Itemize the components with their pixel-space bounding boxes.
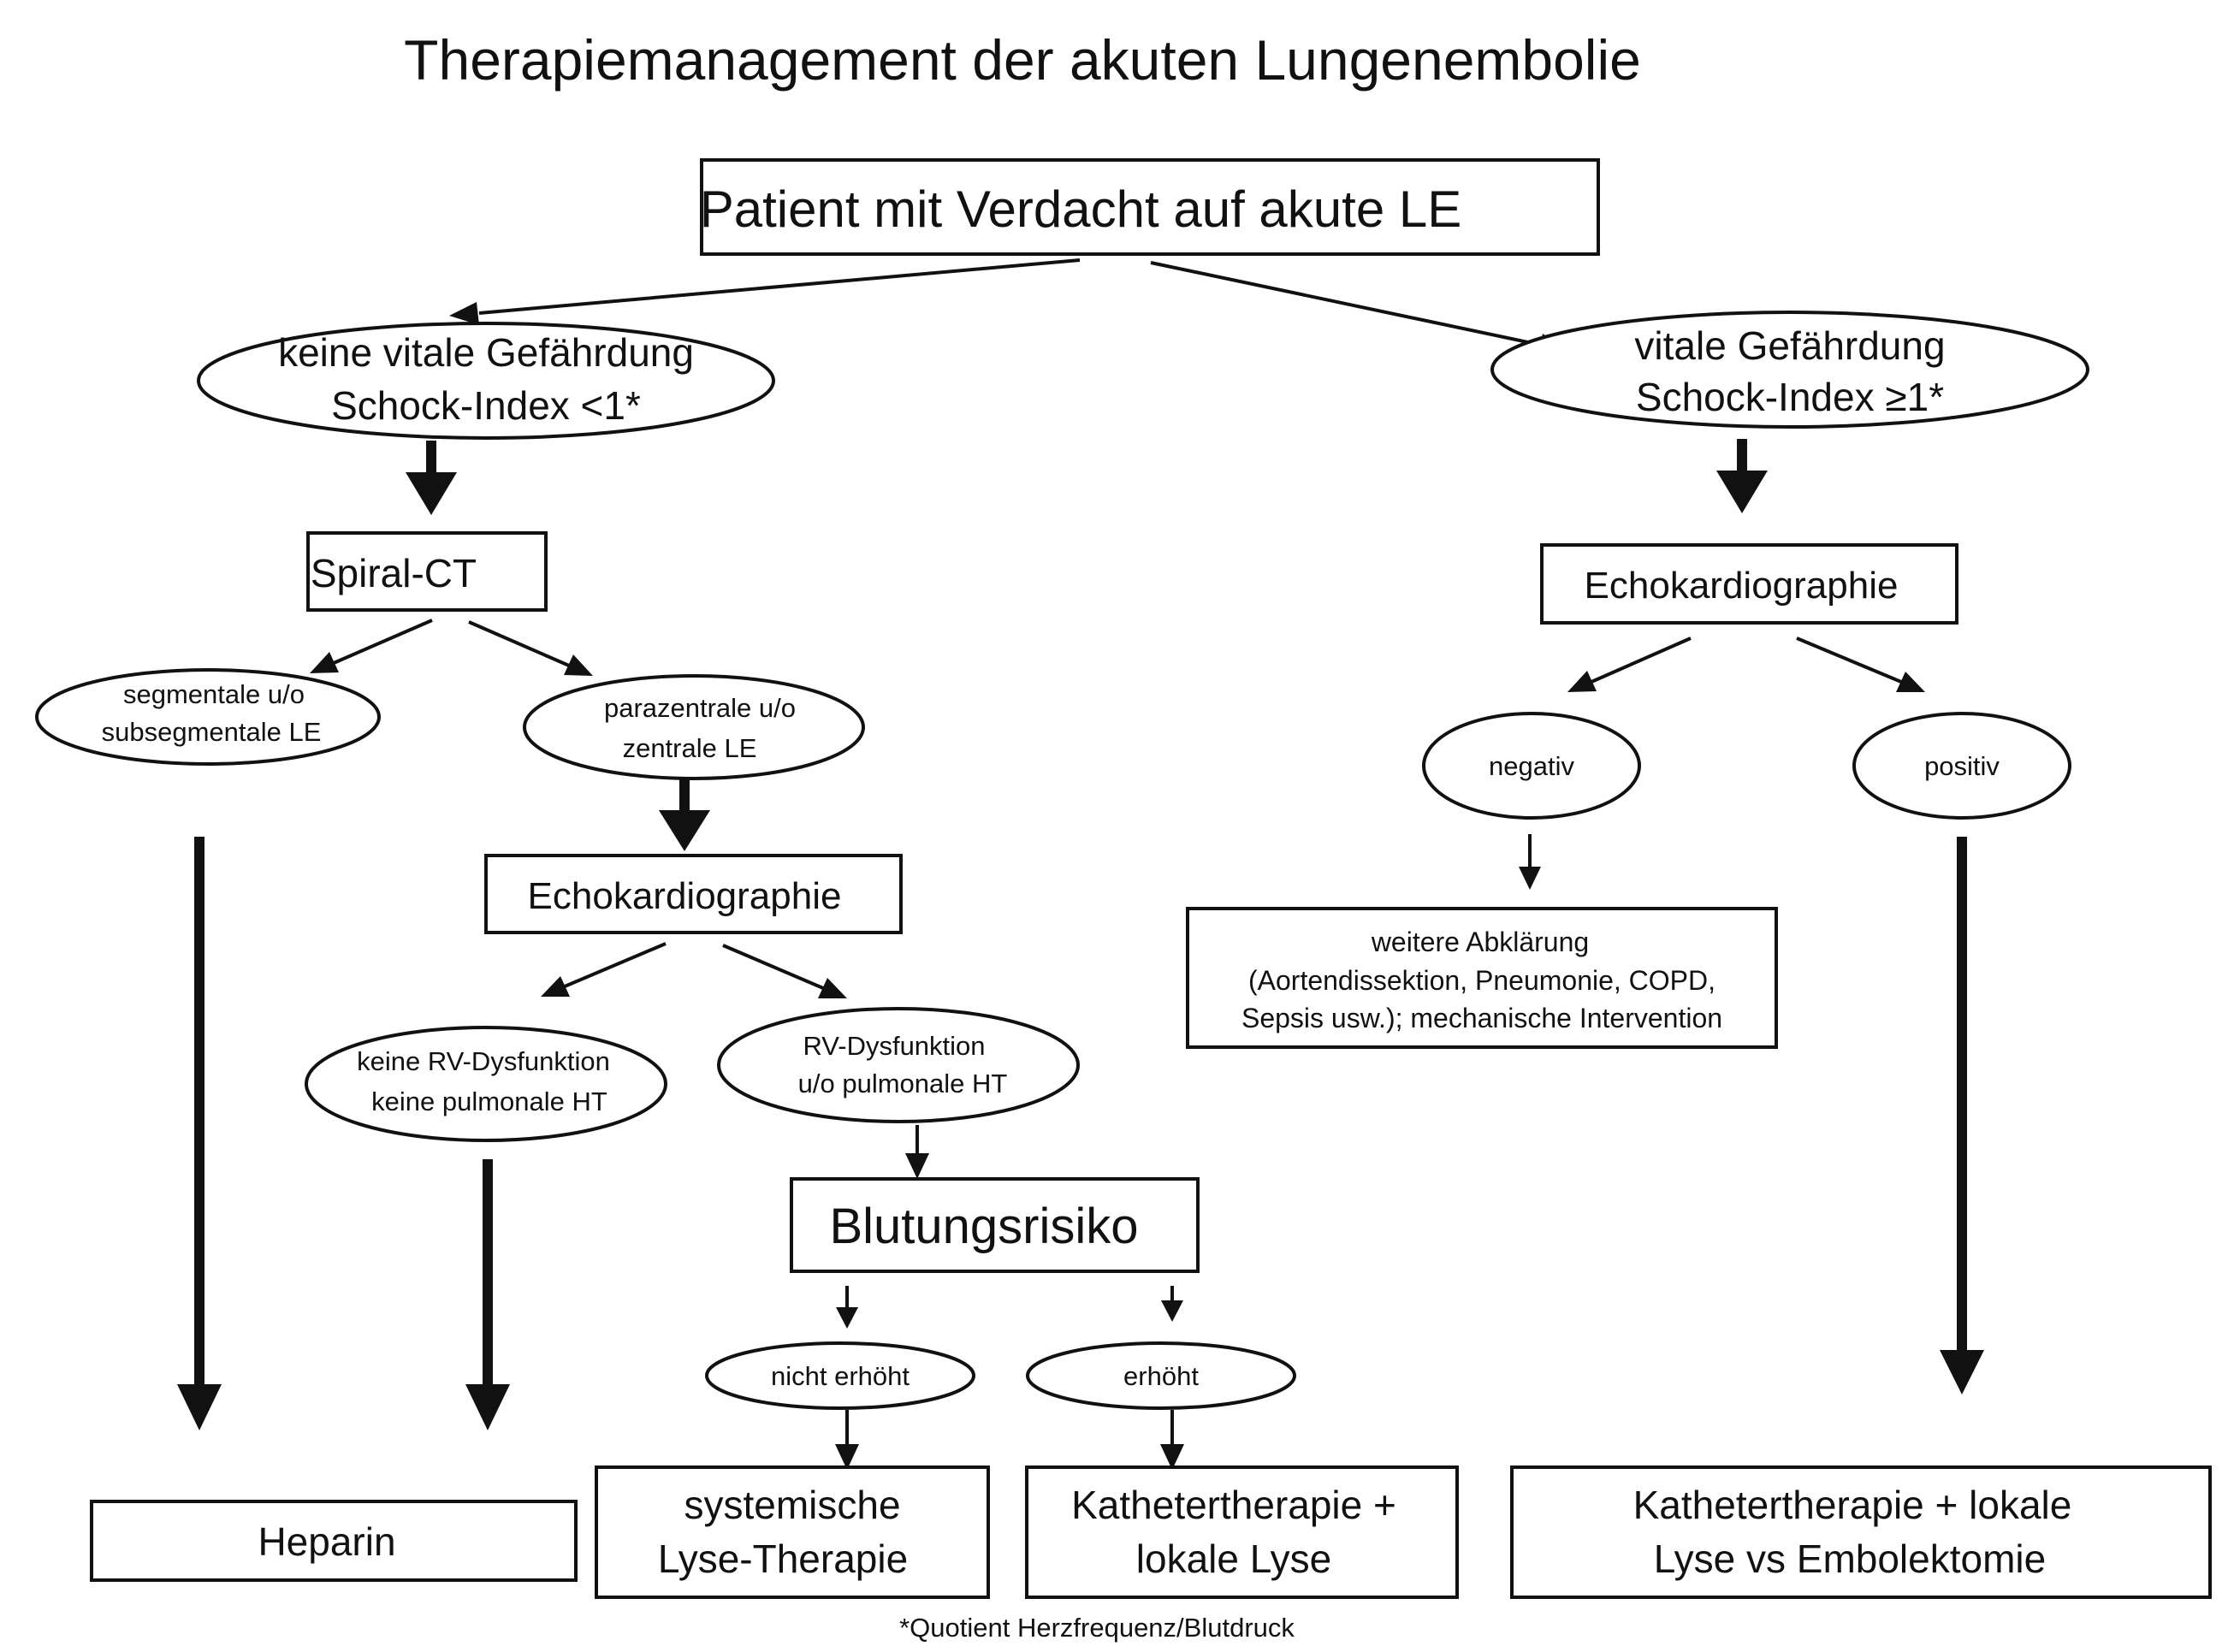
diagram-title: Therapiemanagement der akuten Lungenembo…: [404, 28, 1641, 92]
node-no-vital-risk-line-2: Schock-Index <1*: [331, 383, 641, 428]
arrowhead: [818, 978, 847, 998]
node-vital-risk-line-1: vitale Gefährdung: [1634, 323, 1945, 368]
node-not-elevated: nicht erhöht: [705, 1341, 975, 1410]
arrowhead: [1519, 867, 1541, 890]
node-negative: negativ: [1422, 712, 1641, 820]
node-spiral-ct: Spiral-CT: [306, 531, 548, 612]
node-segmental-line-1: segmentale u/o: [123, 679, 305, 709]
node-elevated-label: erhöht: [1123, 1361, 1199, 1391]
arrowhead: [659, 810, 710, 851]
node-positive-label: positiv: [1924, 751, 2000, 781]
node-echo-left: Echokardiographie: [484, 854, 903, 934]
node-bleeding: Blutungsrisiko: [790, 1177, 1200, 1273]
node-no-rv-line-1: keine RV-Dysfunktion: [357, 1046, 610, 1076]
arrowhead: [177, 1384, 222, 1430]
node-bleeding-label: Blutungsrisiko: [829, 1199, 1138, 1254]
node-echo-right-label: Echokardiographie: [1585, 565, 1899, 607]
node-central-line-2: zentrale LE: [623, 733, 757, 763]
arrowhead: [836, 1307, 858, 1329]
arrowhead: [541, 976, 570, 997]
arrowhead: [564, 654, 593, 676]
arrowhead: [835, 1444, 859, 1470]
node-start-label: Patient mit Verdacht auf akute LE: [700, 181, 1462, 238]
node-heparin-label: Heparin: [258, 1519, 395, 1564]
node-catheter-local-lysis: Kathetertherapie + lokale Lyse: [1025, 1465, 1459, 1599]
node-echo-left-label: Echokardiographie: [528, 875, 842, 917]
node-further-line-2: (Aortendissektion, Pneumonie, COPD,: [1248, 965, 1715, 996]
node-further-line-3: Sepsis usw.); mechanische Intervention: [1241, 1003, 1722, 1033]
arrowhead: [449, 302, 479, 325]
arrowhead: [1567, 671, 1597, 692]
arrow-echo-to-rv: [722, 944, 824, 990]
arrowhead: [1896, 672, 1925, 692]
node-rv-line-2: u/o pulmonale HT: [798, 1069, 1008, 1098]
node-systemic-line-2: Lyse-Therapie: [658, 1537, 908, 1581]
node-vital-risk: vitale Gefährdung Schock-Index ≥1*: [1490, 311, 2089, 429]
node-vital-risk-line-2: Schock-Index ≥1*: [1636, 375, 1944, 419]
node-rv-line-1: RV-Dysfunktion: [803, 1031, 985, 1061]
connectors: [177, 258, 1984, 1470]
node-segmental-line-2: subsegmentale LE: [102, 717, 322, 747]
node-no-rv: keine RV-Dysfunktion keine pulmonale HT: [305, 1026, 667, 1142]
arrow-start-to-vital-risk: [1150, 261, 1541, 346]
node-systemic-lysis: systemische Lyse-Therapie: [595, 1465, 990, 1599]
arrowhead: [406, 472, 457, 515]
node-start: Patient mit Verdacht auf akute LE: [700, 158, 1600, 256]
arrow-spiral-ct-to-segmental: [333, 619, 433, 665]
node-rv: RV-Dysfunktion u/o pulmonale HT: [717, 1007, 1080, 1123]
node-no-rv-line-2: keine pulmonale HT: [371, 1087, 607, 1116]
arrow-start-to-no-vital-risk: [478, 258, 1081, 315]
node-echo-right: Echokardiographie: [1540, 543, 1958, 625]
arrowhead: [465, 1384, 510, 1430]
node-catheter-embolectomy-line-2: Lyse vs Embolektomie: [1654, 1537, 2046, 1581]
node-elevated: erhöht: [1026, 1341, 1296, 1410]
arrow-echo-to-negative: [1591, 637, 1692, 684]
node-catheter-embolectomy: Kathetertherapie + lokale Lyse vs Embole…: [1510, 1465, 2212, 1599]
node-catheter-embolectomy-line-1: Kathetertherapie + lokale: [1633, 1483, 2072, 1527]
node-catheter-local-line-2: lokale Lyse: [1136, 1537, 1331, 1581]
arrowhead: [905, 1153, 929, 1179]
arrow-echo-to-positive: [1796, 637, 1902, 684]
node-central: parazentrale u/o zentrale LE: [523, 674, 865, 780]
arrowhead: [1161, 1300, 1183, 1322]
arrow-echo-to-no-rv: [564, 942, 667, 988]
node-further-clarification: weitere Abklärung (Aortendissektion, Pne…: [1186, 907, 1778, 1049]
node-negative-label: negativ: [1489, 751, 1574, 781]
node-positive: positiv: [1852, 712, 2071, 820]
node-no-vital-risk: keine vitale Gefährdung Schock-Index <1*: [197, 322, 775, 440]
node-heparin: Heparin: [90, 1500, 578, 1582]
arrowhead: [1160, 1444, 1184, 1470]
node-not-elevated-label: nicht erhöht: [771, 1361, 910, 1391]
node-no-vital-risk-line-1: keine vitale Gefährdung: [278, 330, 694, 375]
arrowhead: [1716, 471, 1768, 513]
arrowhead: [310, 652, 339, 673]
node-systemic-line-1: systemische: [684, 1483, 900, 1527]
node-central-line-1: parazentrale u/o: [604, 693, 796, 723]
footnote: *Quotient Herzfrequenz/Blutdruck: [899, 1613, 1295, 1643]
node-spiral-ct-label: Spiral-CT: [311, 551, 477, 595]
node-segmental: segmentale u/o subsegmentale LE: [35, 668, 381, 766]
arrowhead: [1940, 1350, 1984, 1394]
node-further-line-1: weitere Abklärung: [1371, 927, 1589, 957]
arrow-spiral-ct-to-central: [468, 620, 570, 667]
node-catheter-local-line-1: Kathetertherapie +: [1071, 1483, 1396, 1527]
